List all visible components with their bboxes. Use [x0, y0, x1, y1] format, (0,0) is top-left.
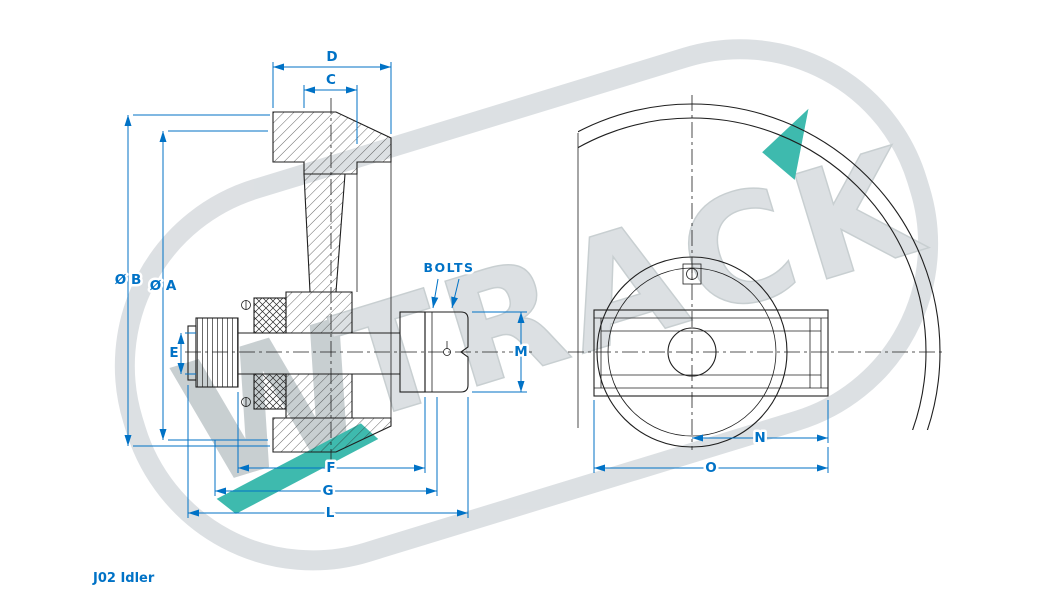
watermark-swoosh-right	[762, 108, 809, 180]
watermark-border	[114, 39, 939, 571]
dim-label-n: N	[754, 430, 765, 446]
bearing-top	[253, 297, 287, 334]
bracket-keyhole	[443, 341, 451, 356]
web-section-top	[303, 173, 346, 293]
section-view	[185, 98, 532, 462]
dimension-o: O	[593, 400, 829, 479]
grease-fitting	[682, 263, 702, 285]
dim-label-f: F	[326, 460, 335, 476]
dimension-bolts: BOLTS	[421, 258, 476, 309]
rim-section-bottom	[272, 417, 392, 453]
idler-frame	[593, 309, 829, 397]
hub-section-top	[285, 291, 353, 334]
dim-label-o: O	[705, 460, 716, 476]
hub-section-bottom	[285, 373, 353, 419]
dim-label-c: C	[326, 72, 336, 88]
dim-label-g: G	[322, 483, 333, 499]
right-bracket	[424, 311, 469, 393]
dimension-dia-b: Ø B	[112, 114, 270, 447]
bearing-bottom	[253, 373, 287, 410]
wheel-tread-circle	[578, 117, 927, 430]
dimension-m: M	[472, 311, 530, 393]
front-view	[568, 95, 945, 450]
dim-label-l: L	[326, 505, 335, 521]
dimension-l: L	[187, 385, 469, 524]
retaining-screw-top	[241, 300, 251, 310]
drawing-caption: J02 Idler	[92, 571, 155, 586]
watermark: W TRACK	[114, 39, 944, 571]
dim-label-d: D	[326, 49, 337, 65]
dim-label-bolts: BOLTS	[423, 260, 474, 275]
dimension-d: D	[272, 47, 392, 134]
dim-label-dia-a: Ø A	[150, 278, 177, 294]
wheel-outer-circle	[578, 103, 941, 430]
left-end-cap	[187, 325, 197, 381]
hub-outer-circle	[596, 256, 788, 448]
left-mount-block	[195, 317, 239, 388]
dimension-dia-a: Ø A	[147, 130, 268, 441]
dimension-g: G	[214, 397, 438, 502]
dim-label-e: E	[169, 345, 178, 361]
dimension-e: E	[167, 332, 196, 375]
dimension-c: C	[303, 70, 358, 144]
retaining-screw-bottom	[241, 397, 251, 407]
dim-label-m: M	[514, 344, 527, 360]
rim-section-top	[272, 111, 392, 175]
dim-label-dia-b: Ø B	[115, 272, 141, 288]
dimension-f: F	[237, 392, 426, 479]
axle-bore-circle	[667, 327, 717, 377]
dimension-n: N	[692, 400, 829, 449]
